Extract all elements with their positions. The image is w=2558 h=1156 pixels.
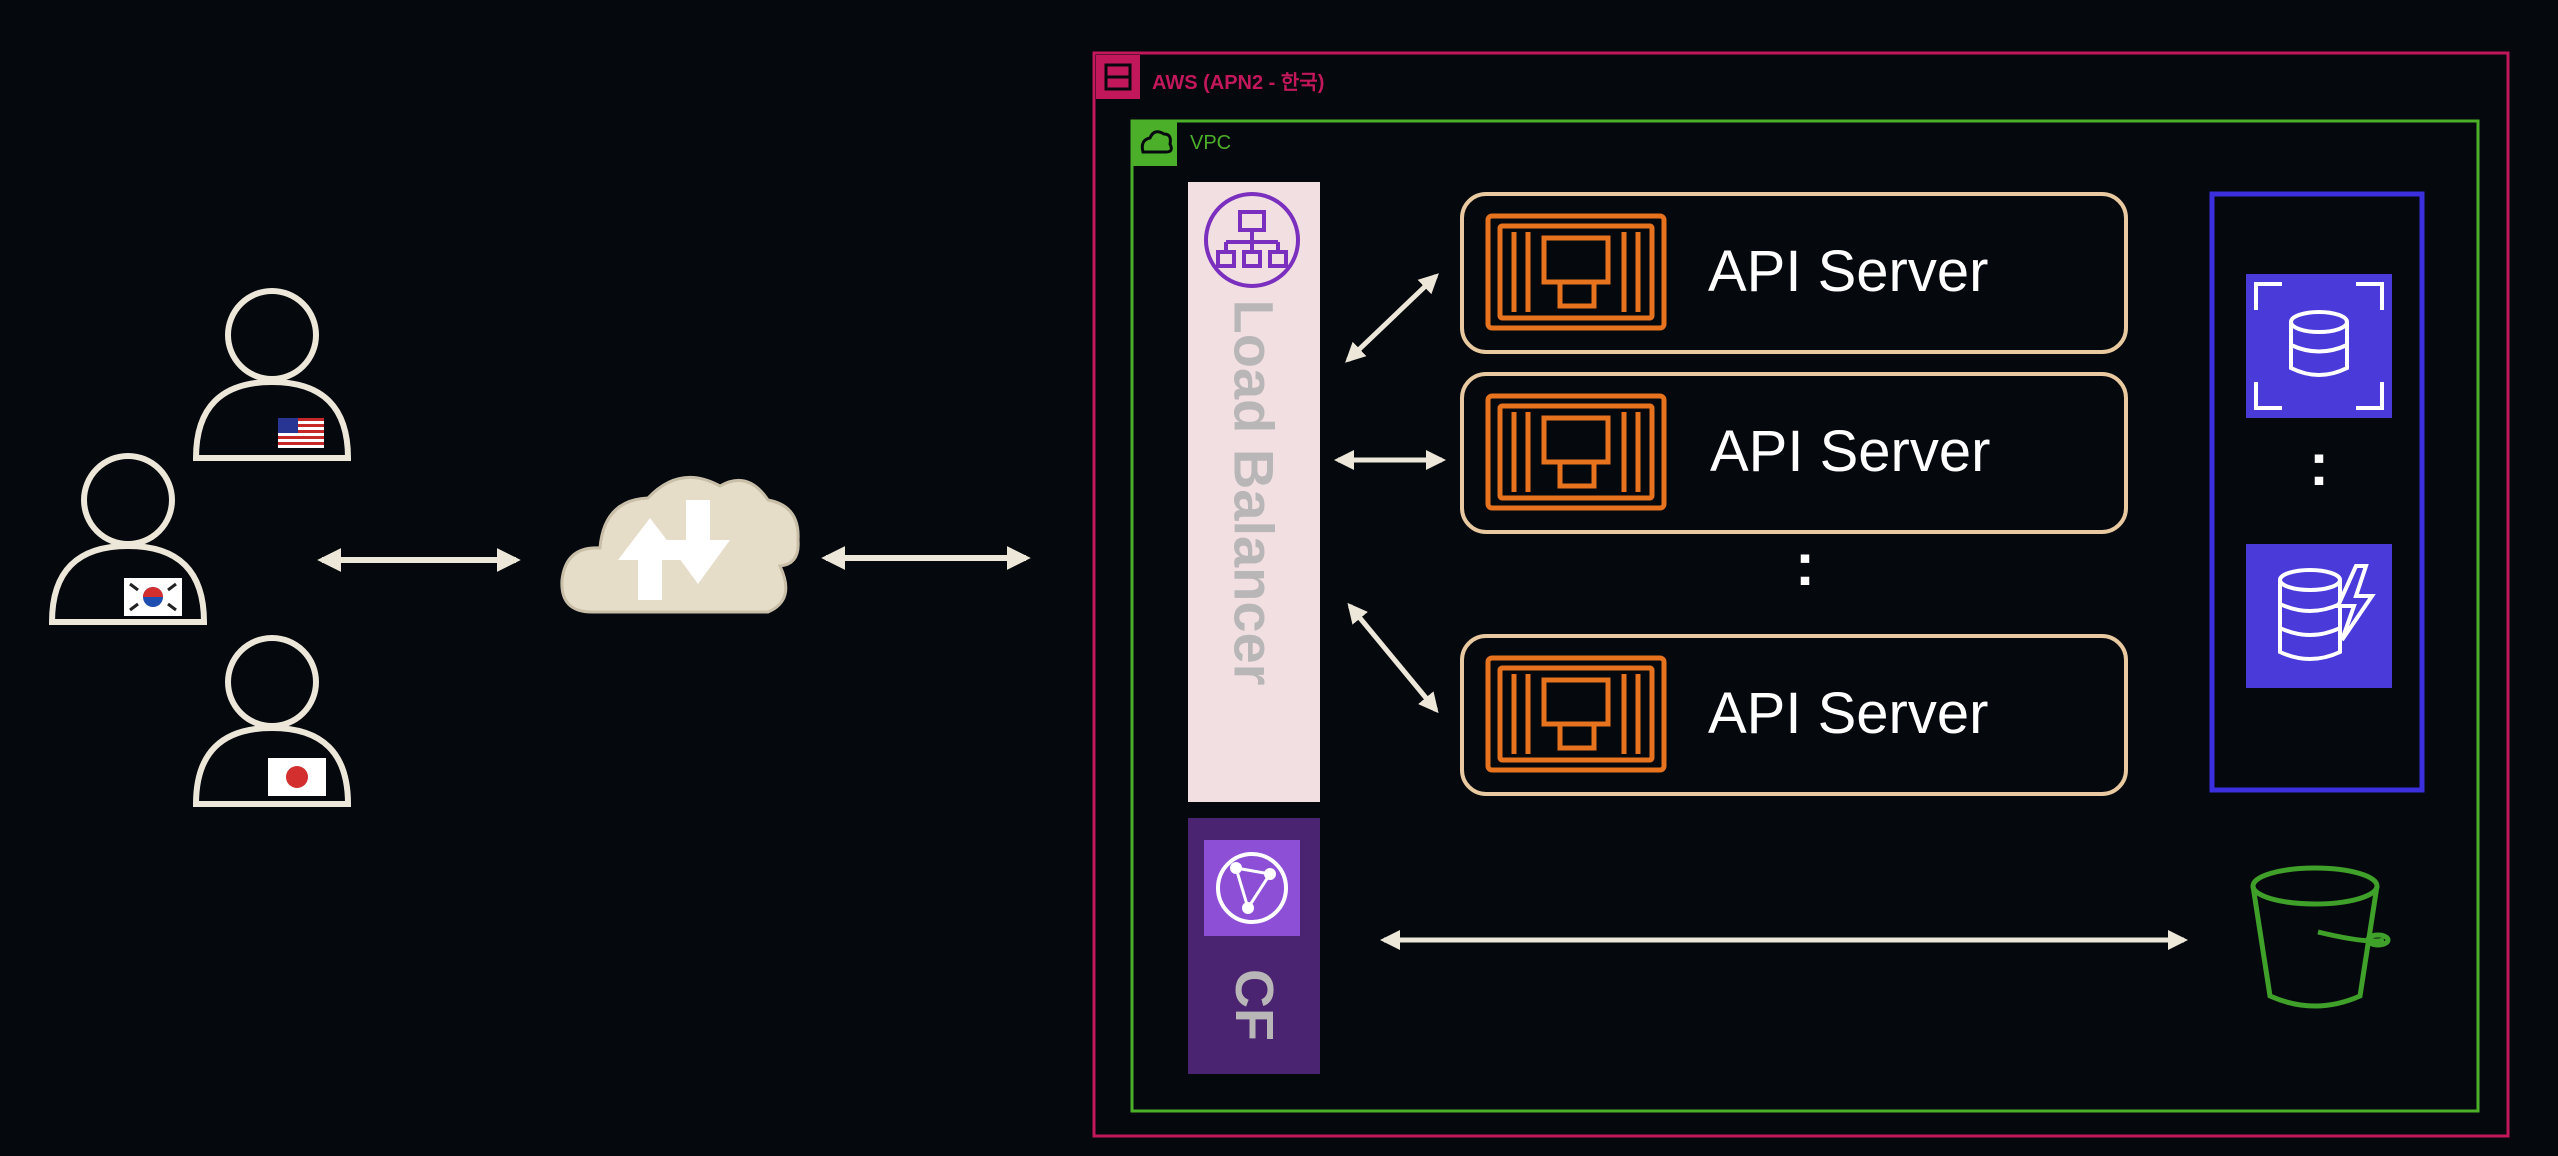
api-server-1: [1460, 192, 2128, 354]
s3-bucket-icon: [2250, 865, 2391, 1009]
api-server-label: API Server: [1708, 681, 1989, 746]
network-hierarchy-icon: [1204, 192, 1300, 288]
load-balancer-label-wrap: Load Balancer: [1188, 182, 1320, 802]
api-server-3: [1460, 634, 2128, 796]
database-ellipsis: :: [2309, 431, 2329, 498]
us-flag-icon: [278, 418, 324, 448]
database-group: [2209, 191, 2425, 793]
aws-region-box: [1092, 51, 2510, 1138]
vpc-icon: [1133, 122, 1177, 166]
user-us: [192, 288, 352, 461]
api-server-2: [1460, 372, 2128, 534]
vpc-box: [1130, 119, 2480, 1113]
load-balancer-label: Load Balancer: [1222, 299, 1286, 685]
server-chip-icon: [1485, 393, 1667, 511]
cloudfront-globe-icon: [1204, 840, 1300, 936]
cloud-updown-icon: [560, 475, 800, 614]
vpc-label: VPC: [1190, 132, 1232, 154]
arrow-lb-api-3: [1347, 602, 1439, 714]
api-server-label: API Server: [1708, 239, 1989, 304]
kr-flag-icon: [124, 578, 182, 616]
user-jp: [192, 635, 352, 807]
api-server-label: API Server: [1710, 419, 1991, 484]
cloudfront-label-wrap: CF: [1188, 940, 1320, 1070]
cloudfront-label: CF: [1223, 969, 1284, 1041]
jp-flag-icon: [268, 758, 326, 796]
api-server-ellipsis: :: [1795, 531, 1815, 598]
user-kr: [48, 453, 208, 625]
aws-region-icon: [1096, 55, 1140, 99]
arrow-lb-api-1: [1345, 273, 1439, 363]
rds-database-icon: [2246, 274, 2392, 418]
server-chip-icon: [1485, 655, 1667, 773]
dynamodb-icon: [2246, 544, 2392, 688]
aws-region-label: AWS (APN2 - 한국): [1152, 72, 1325, 94]
server-chip-icon: [1485, 213, 1667, 331]
